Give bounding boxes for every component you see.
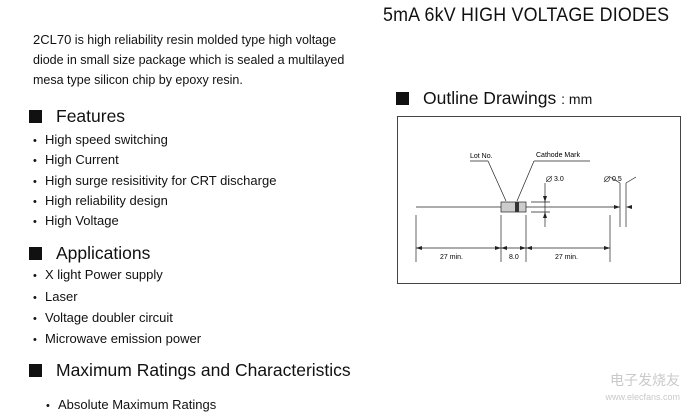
feature-item: High reliability design [33,193,168,208]
ratings-heading: Maximum Ratings and Characteristics [29,360,351,381]
watermark-url: www.elecfans.com [605,392,680,402]
feature-item: High surge resisitivity for CRT discharg… [33,173,276,188]
right-length-label: 27 min. [555,254,578,261]
square-bullet-icon [396,92,409,105]
model-number: 2CL70 [33,32,72,47]
square-bullet-icon [29,364,42,377]
cathode-band [515,202,519,212]
features-heading: Features [29,106,125,127]
application-item: Voltage doubler circuit [33,310,173,325]
feature-item: High Current [33,152,119,167]
diameter-symbol-icon [546,176,552,182]
outline-heading: Outline Drawings : mm [396,88,592,109]
lead-diameter-label: 0.5 [612,176,622,183]
lot-no-leader [487,160,507,202]
applications-heading: Applications [29,243,150,264]
diameter-symbol-icon [604,176,610,182]
lot-no-label: Lot No. [470,153,493,160]
square-bullet-icon [29,247,42,260]
body-diameter-label: 3.0 [554,176,564,183]
outline-drawing-frame: Lot No. Cathode Mark 3.0 0.5 27 min. 8.0… [397,116,681,284]
intro-line-3: mesa type silicon chip by epoxy resin. [33,73,243,87]
watermark-logo: 电子发烧友 [610,372,680,388]
application-item: Laser [33,289,78,304]
left-length-label: 27 min. [440,254,463,261]
cathode-leader [516,160,535,202]
feature-item: High Voltage [33,213,119,228]
square-bullet-icon [29,110,42,123]
feature-item: High speed switching [33,132,168,147]
application-item: Microwave emission power [33,331,201,346]
cathode-mark-label: Cathode Mark [536,152,580,159]
intro-line-1: is high reliability resin molded type hi… [71,33,337,47]
application-item: X light Power supply [33,267,163,282]
intro-paragraph: 2CL70 is high reliability resin molded t… [33,30,363,90]
page-title: 5mA 6kV HIGH VOLTAGE DIODES [383,5,670,26]
body-length-label: 8.0 [509,254,519,261]
diode-outline-drawing: Lot No. Cathode Mark 3.0 0.5 27 min. 8.0… [415,152,637,262]
ratings-subitem: Absolute Maximum Ratings [46,397,216,412]
diode-body [500,201,527,213]
intro-line-2: diode in small size package which is sea… [33,53,345,67]
